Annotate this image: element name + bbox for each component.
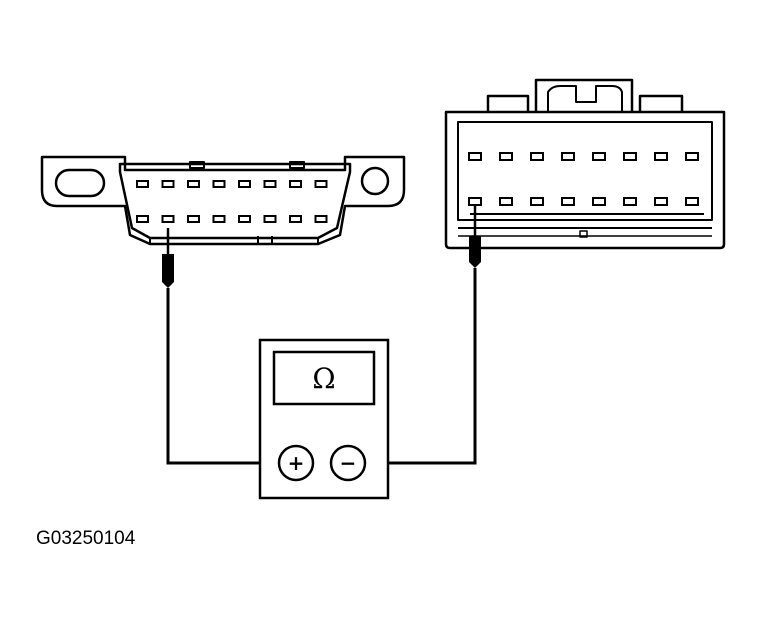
mounting-hole-left [54,168,106,198]
pin-cavity [187,180,200,188]
pin-cavity [161,180,175,188]
lead-positive [166,288,279,465]
pin-cavity [654,197,668,206]
mounting-hole-right [360,166,390,196]
pin-cavity [654,152,668,161]
connector-lock-tab [534,78,634,112]
pin-cavity [592,152,606,161]
connector-flange [40,155,406,246]
ohm-symbol: Ω [312,362,335,395]
pin-cavity [592,197,606,206]
pin-cavity [136,180,149,188]
positive-symbol: + [288,451,305,475]
pin-cavity [263,215,277,223]
pin-cavity [561,197,575,206]
figure-code: G03250104 [36,528,136,549]
pin-cavity [289,215,302,223]
pin-cavity [136,215,149,223]
pin-cavity [289,180,302,188]
pin-cavity [530,152,544,161]
pin-cavity [212,215,226,223]
positive-terminal [277,444,315,482]
pin-cavity [238,215,251,223]
pin-cavity [187,215,200,223]
pin-cavity [263,180,277,188]
connector-key-tab [189,161,205,169]
ohmmeter: Ω + − [258,338,390,500]
pin-cavity [685,197,699,206]
probe-right [469,206,481,268]
module-connector [444,78,726,250]
pin-cavity [623,197,637,206]
pin-cavity [623,152,637,161]
data-link-connector [40,155,406,246]
data-link-connector-pins [136,180,328,223]
pin-cavity [468,197,482,206]
negative-terminal [329,444,367,482]
pin-cavity [212,180,226,188]
pin-cavity [161,215,175,223]
pin-cavity [314,180,328,188]
pin-cavity [685,152,699,161]
lead-negative [368,268,477,465]
pin-cavity [530,197,544,206]
negative-symbol: − [340,451,357,475]
connector-key-tab [289,161,305,169]
ohmmeter-display [272,350,376,406]
pin-cavity [468,152,482,161]
pin-cavity [238,180,251,188]
pin-cavity [499,152,513,161]
pin-cavity [561,152,575,161]
module-connector-cavity [457,121,713,221]
pin-cavity [499,197,513,206]
pin-cavity [314,215,328,223]
probe-left [162,228,174,288]
module-connector-pins [468,152,699,206]
